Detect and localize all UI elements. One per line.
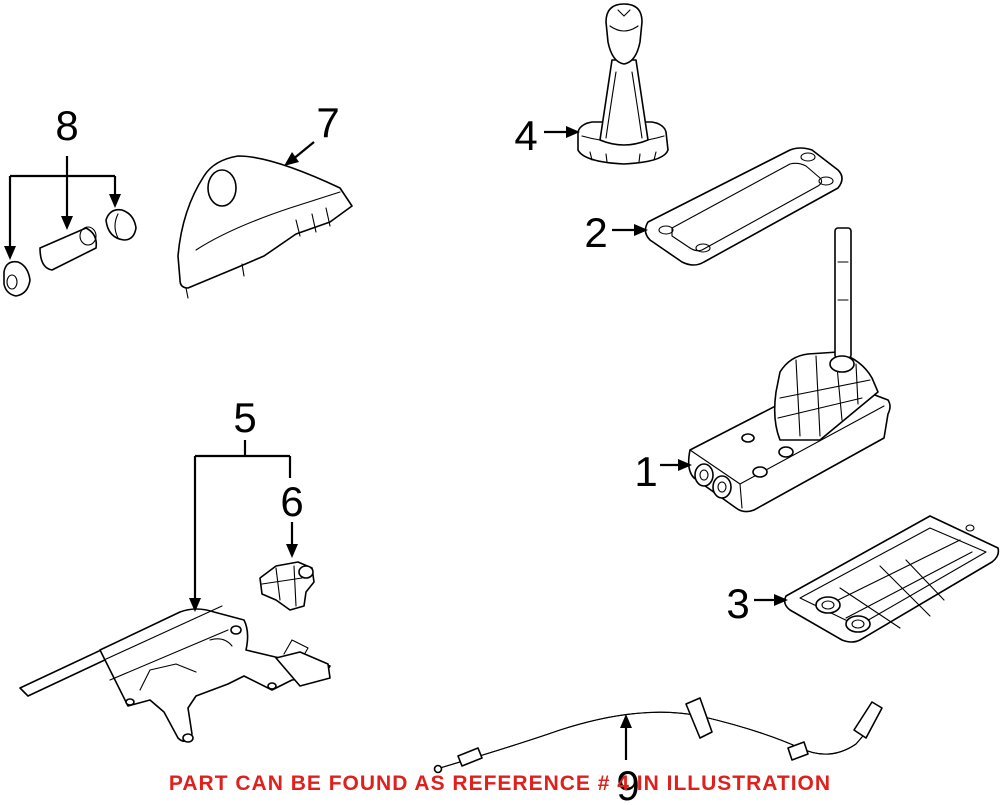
part-8-bushings[interactable]: [3, 208, 137, 297]
part-2-gasket[interactable]: [644, 147, 843, 266]
part-1-shifter-assembly[interactable]: [687, 227, 891, 513]
leader-lines: [4, 126, 788, 760]
callout-3: 3: [726, 580, 749, 627]
callout-8: 8: [55, 102, 78, 149]
part-7-trim-cover[interactable]: [177, 155, 353, 299]
callout-7: 7: [316, 99, 339, 146]
part-9-shift-cable[interactable]: [433, 697, 883, 774]
callout-9: 9: [616, 762, 639, 805]
part-5-brake-lever-assembly[interactable]: [19, 605, 331, 743]
callout-6: 6: [280, 478, 303, 525]
callout-1: 1: [634, 448, 657, 495]
part-3-base-tray[interactable]: [783, 515, 1000, 643]
part-4-shift-knob-boot[interactable]: [577, 3, 669, 165]
callout-4: 4: [514, 112, 537, 159]
reference-note: PART CAN BE FOUND AS REFERENCE # 4 IN IL…: [168, 772, 832, 795]
part-6-bracket[interactable]: [259, 561, 315, 611]
callout-2: 2: [584, 209, 607, 256]
callout-5: 5: [233, 394, 256, 441]
